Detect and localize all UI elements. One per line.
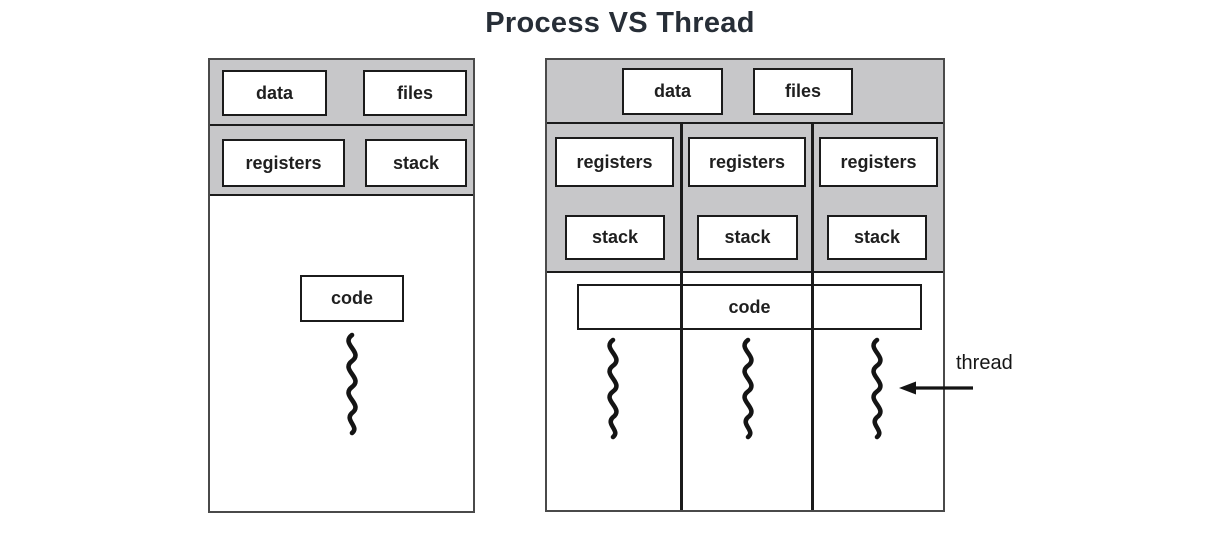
files-box: files — [363, 70, 467, 116]
shared-data-files-section — [547, 60, 943, 124]
stack-box: stack — [827, 215, 927, 260]
data-box-label: data — [255, 82, 293, 103]
thread-label: thread — [956, 352, 1013, 374]
files-box: files — [753, 68, 853, 115]
registers-box-label: registers — [576, 151, 653, 172]
multi-threaded-process-diagram: data files registers registers registers… — [545, 58, 945, 512]
stack-box-label: stack — [392, 152, 440, 173]
code-box-label: code — [330, 288, 373, 308]
stack-box: stack — [565, 215, 665, 260]
code-box-label: code — [728, 296, 771, 317]
stack-box-label: stack — [724, 227, 771, 247]
registers-box: registers — [222, 139, 345, 187]
registers-box: registers — [555, 137, 674, 187]
thread-squiggle-icon — [346, 332, 358, 436]
files-box-label: files — [396, 82, 434, 103]
stack-box: stack — [365, 139, 467, 187]
data-box-label: data — [653, 81, 691, 101]
registers-box-label: registers — [840, 151, 917, 172]
thread-column-divider — [680, 123, 683, 510]
thread-column-divider — [811, 123, 814, 510]
stack-box: stack — [697, 215, 798, 260]
diagram-title: Process VS Thread — [485, 7, 755, 39]
registers-box: registers — [819, 137, 938, 187]
single-threaded-process-diagram: data files registers stack code — [208, 58, 475, 513]
thread-squiggle-icon — [871, 337, 883, 440]
thread-squiggle-icon — [742, 337, 754, 440]
stack-box-label: stack — [853, 227, 901, 247]
data-box: data — [222, 70, 327, 116]
thread-squiggle-icon — [607, 337, 619, 440]
thread-arrow-icon — [899, 381, 973, 395]
code-box: code — [300, 275, 404, 322]
registers-box: registers — [688, 137, 806, 187]
data-box: data — [622, 68, 723, 115]
registers-box-label: registers — [245, 152, 322, 173]
files-box-label: files — [784, 81, 822, 101]
stack-box-label: stack — [591, 227, 639, 247]
code-box: code — [577, 284, 922, 330]
registers-box-label: registers — [708, 151, 786, 172]
